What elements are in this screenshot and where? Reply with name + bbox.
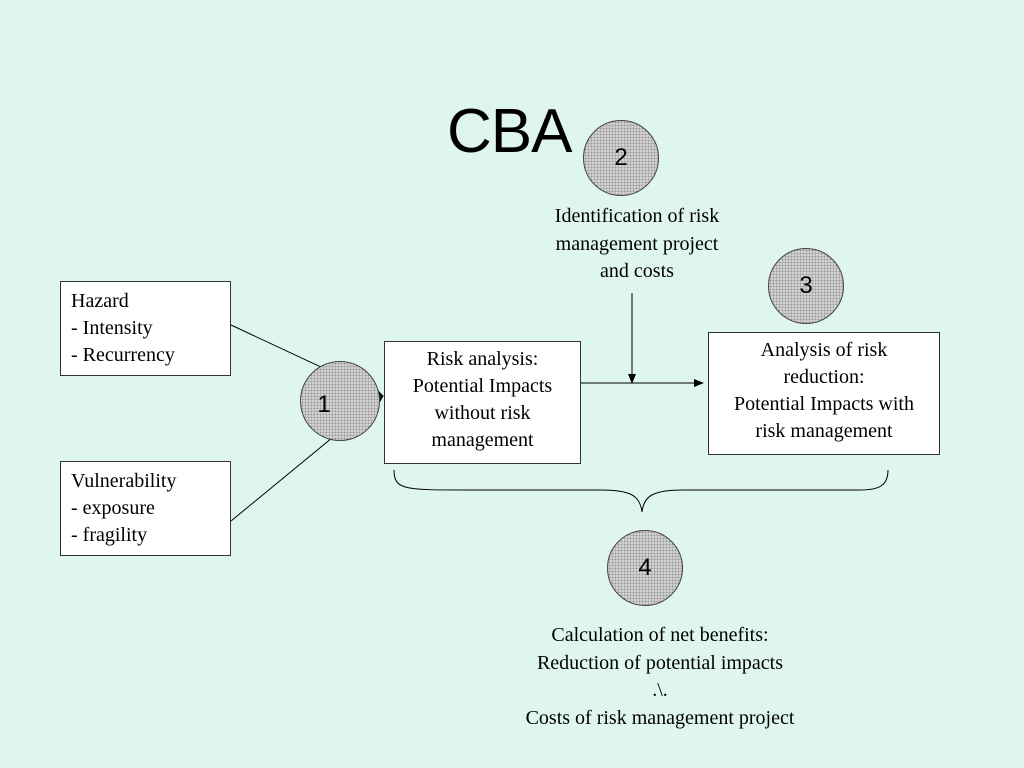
risk-reduction-line-1: Analysis of risk: [760, 339, 888, 361]
risk-analysis-line-2: Potential Impacts: [412, 375, 553, 397]
vulnerability-exposure: - exposure: [71, 497, 155, 519]
hazard-box: Hazard - Intensity - Recurrency: [60, 281, 231, 376]
identification-caption: Identification of risk management projec…: [522, 203, 752, 286]
risk-reduction-box: Analysis of risk reduction: Potential Im…: [708, 332, 940, 455]
vulnerability-fragility: - fragility: [71, 524, 148, 546]
slide-title: CBA: [447, 97, 572, 166]
hazard-label: Hazard: [71, 290, 129, 312]
vulnerability-box: Vulnerability - exposure - fragility: [60, 461, 231, 556]
hazard-recurrency: - Recurrency: [71, 344, 175, 366]
curly-brace: [393, 469, 889, 513]
risk-analysis-line-4: management: [431, 429, 534, 451]
step-2-circle: 2: [583, 120, 659, 196]
vulnerability-label: Vulnerability: [71, 470, 177, 492]
identification-line-2: management project: [555, 232, 719, 255]
step-1-number: 1: [317, 391, 331, 418]
step-3-circle: 3: [768, 248, 844, 324]
net-benefits-caption: Calculation of net benefits: Reduction o…: [480, 622, 840, 732]
step-3-number: 3: [799, 272, 813, 299]
step-4-circle: 4: [607, 530, 683, 606]
risk-analysis-line-1: Risk analysis:: [426, 348, 539, 370]
risk-analysis-box: Risk analysis: Potential Impacts without…: [384, 341, 581, 464]
net-benefits-line-3: .\.: [652, 679, 668, 701]
risk-reduction-line-3: Potential Impacts with: [734, 393, 914, 415]
net-benefits-line-2: Reduction of potential impacts: [536, 651, 784, 674]
risk-reduction-line-2: reduction:: [783, 366, 865, 388]
risk-reduction-line-4: risk management: [755, 420, 893, 442]
step-1-circle: 1: [300, 361, 380, 441]
identification-line-3: and costs: [600, 260, 674, 282]
net-benefits-line-1: Calculation of net benefits:: [551, 624, 769, 646]
identification-line-1: Identification of risk: [554, 205, 720, 227]
hazard-intensity: - Intensity: [71, 317, 153, 339]
net-benefits-line-4: Costs of risk management project: [525, 706, 795, 729]
step-4-number: 4: [638, 554, 652, 581]
step-2-number: 2: [614, 144, 628, 171]
risk-analysis-line-3: without risk: [434, 402, 531, 424]
